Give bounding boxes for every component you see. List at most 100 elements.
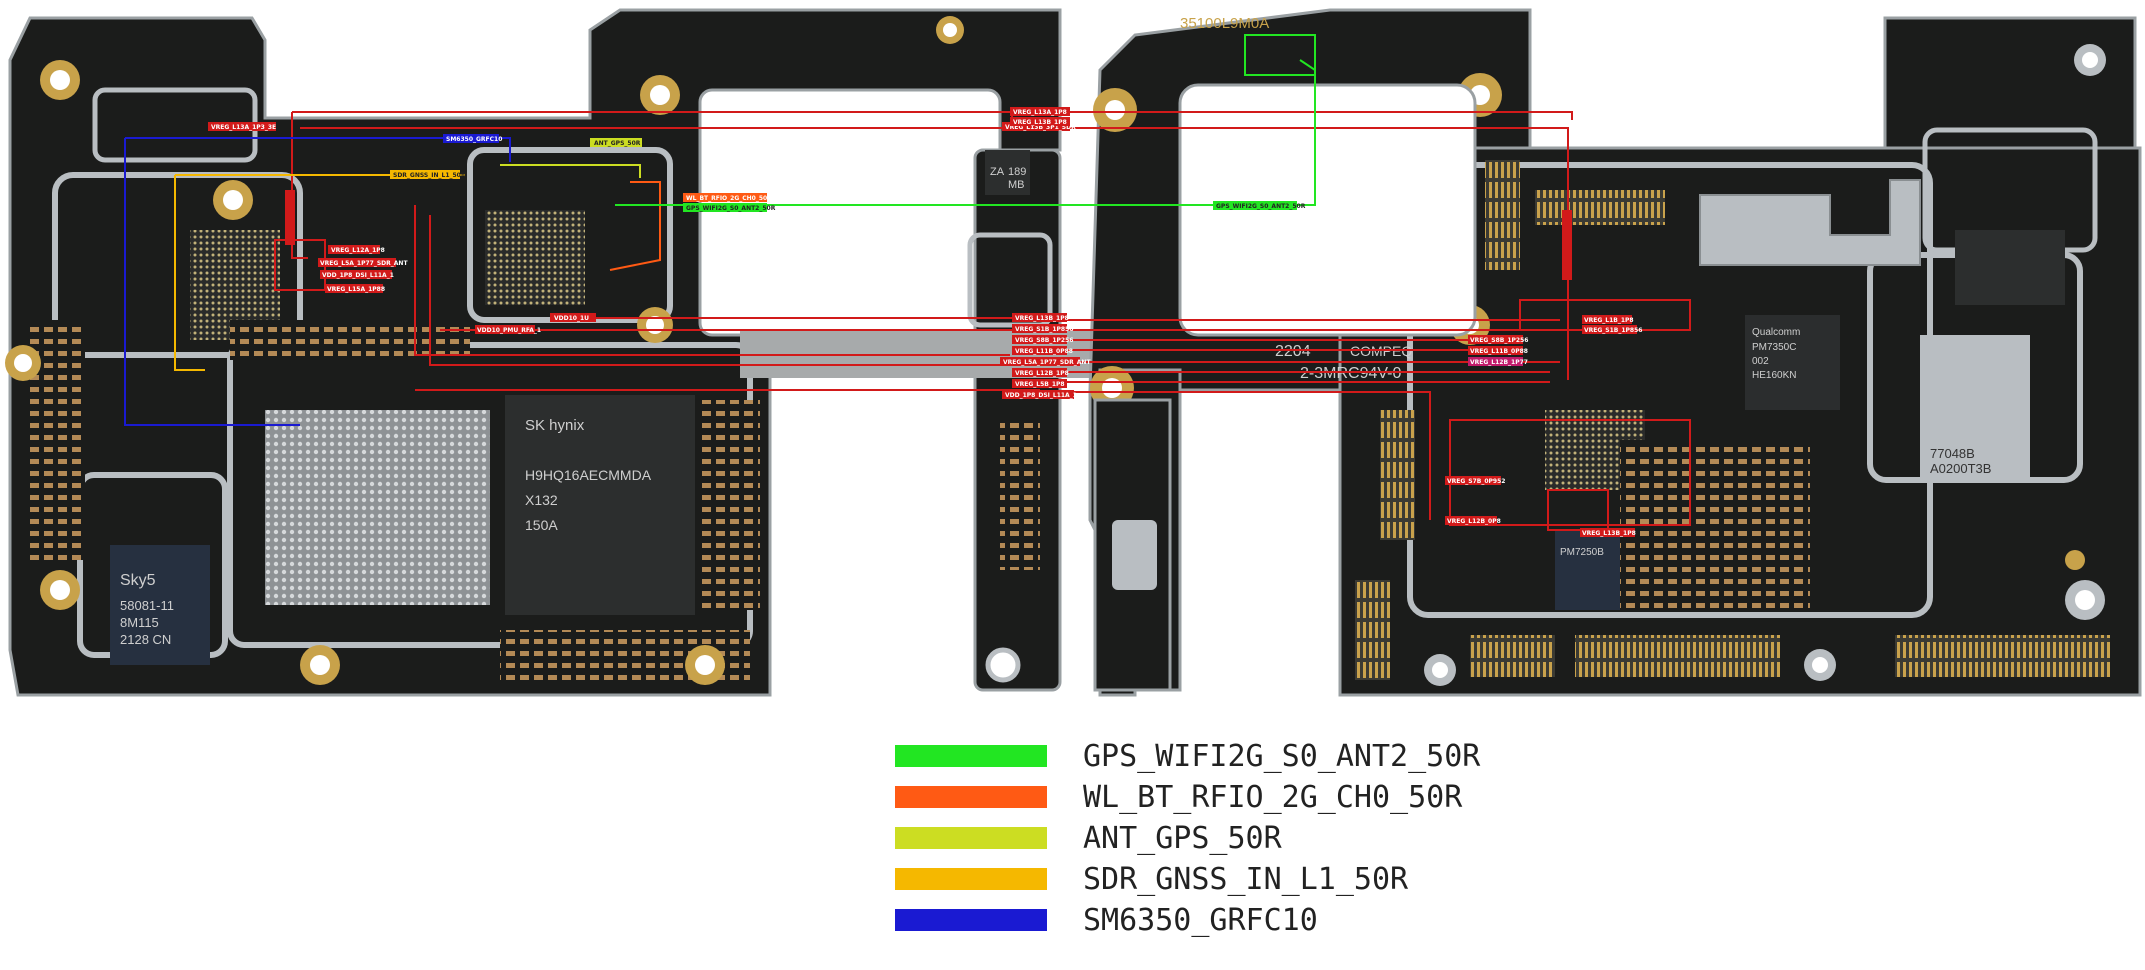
legend-label: GPS_WIFI2G_S0_ANT2_50R bbox=[1083, 739, 1481, 774]
legend-swatch bbox=[895, 909, 1047, 931]
net-label: VDD_1P8_DSI_L11A_1 bbox=[322, 272, 394, 279]
red-net-box bbox=[1547, 489, 1609, 531]
center-chip-mark-2: 189 bbox=[1008, 166, 1026, 178]
sky5-mark-3: 8M115 bbox=[120, 615, 159, 630]
net-label: VDD10_PMU_RFA_1 bbox=[477, 327, 541, 334]
net-label: VREG_L13B_1P8 bbox=[1013, 119, 1067, 126]
net-label: VREG_L13B_1P8 bbox=[1015, 315, 1069, 322]
net-label: VREG_L15A_1P88 bbox=[327, 286, 385, 293]
net-label: VREG_L1B_1P8 bbox=[1584, 317, 1634, 324]
rf-chip-right bbox=[1955, 230, 2065, 305]
pmic-mark-3: 002 bbox=[1752, 356, 1769, 367]
b2b-connector bbox=[1535, 190, 1665, 225]
net-label: VREG_L12B_1P8 bbox=[1015, 370, 1069, 377]
b2b-connector bbox=[1470, 635, 1555, 677]
net-label: VREG_L5A_1P77_SDR_ANT bbox=[320, 260, 408, 267]
orange-net-trace bbox=[609, 181, 661, 271]
pmic-b-mark: PM7250B bbox=[1560, 547, 1604, 558]
net-label: VREG_S7B_0P952 bbox=[1447, 478, 1505, 485]
legend-swatch bbox=[895, 827, 1047, 849]
red-net-trace bbox=[1012, 111, 1573, 120]
net-label: VREG_L11B_0P88 bbox=[1015, 348, 1073, 355]
b2b-connector bbox=[1380, 410, 1415, 540]
red-net-trace bbox=[414, 205, 1010, 356]
ram-mark-2: H9HQ16AECMMDA bbox=[525, 467, 652, 483]
center-chip-mark-3: MB bbox=[1008, 179, 1025, 191]
green-net-box bbox=[1244, 34, 1316, 76]
metal-bracket bbox=[1699, 179, 1921, 266]
flex-print-3: 2-3MRC94V-0 bbox=[1300, 365, 1401, 382]
net-label-tags: VREG_L13A_1P3_3E SM6350_GRFC10 ANT_GPS_5… bbox=[208, 107, 1642, 537]
net-label: SDR_GNSS_IN_L1_50R bbox=[393, 172, 466, 179]
net-label: VREG_L12B_1P77 bbox=[1470, 359, 1528, 366]
net-label: VREG_S1B_1P856 bbox=[1584, 327, 1642, 334]
legend-label: SM6350_GRFC10 bbox=[1083, 903, 1318, 938]
yellow-green-net-trace bbox=[500, 164, 641, 178]
net-label: VDD_1P8_DSI_L11A_1 bbox=[1005, 392, 1077, 399]
net-label: SM6350_GRFC10 bbox=[446, 136, 502, 143]
left-window bbox=[698, 88, 1002, 337]
pmic-chip-b bbox=[1555, 530, 1630, 610]
legend-label: WL_BT_RFIO_2G_CH0_50R bbox=[1083, 780, 1463, 815]
red-net-trace bbox=[1040, 391, 1431, 520]
legend-swatch bbox=[895, 745, 1047, 767]
flex-print-1: 2204 bbox=[1275, 343, 1311, 360]
net-label: VREG_L12B_0P8 bbox=[1447, 518, 1501, 525]
top-print: 35100L9M0A bbox=[1180, 15, 1269, 32]
net-label: GPS_WIFI2G_S0_ANT2_50R bbox=[1216, 203, 1306, 210]
ram-mark-1: SK hynix bbox=[525, 417, 585, 434]
net-label: ANT_GPS_50R bbox=[594, 140, 641, 147]
sky5-mark-2: 58081-11 bbox=[120, 598, 174, 613]
net-traces bbox=[124, 34, 1691, 531]
sky5-mark-4: 2128 CN bbox=[120, 632, 171, 647]
mount-hole bbox=[2065, 550, 2085, 570]
pad-field-4 bbox=[700, 400, 760, 610]
net-label: VREG_S1B_1P856 bbox=[1015, 326, 1073, 333]
ram-chip bbox=[505, 395, 695, 615]
red-net-trace bbox=[429, 215, 1010, 366]
soc-bga-left bbox=[265, 410, 490, 605]
amber-net-trace bbox=[174, 175, 205, 371]
legend-label: SDR_GNSS_IN_L1_50R bbox=[1083, 862, 1409, 897]
net-label: VREG_L5B_1P8 bbox=[1015, 381, 1065, 388]
legend-swatch bbox=[895, 868, 1047, 890]
b2b-connector bbox=[1575, 635, 1780, 677]
center-chip-mark-1: ZA bbox=[990, 166, 1005, 178]
legend: GPS_WIFI2G_S0_ANT2_50R WL_BT_RFIO_2G_CH0_… bbox=[895, 739, 1481, 938]
sky5-mark-1: Sky5 bbox=[120, 572, 156, 589]
legend-label: ANT_GPS_50R bbox=[1083, 821, 1283, 856]
b2b-connector bbox=[1485, 160, 1520, 270]
net-label: VREG_L13A_1P3_3E bbox=[211, 124, 276, 131]
pmic-mark-2: PM7350C bbox=[1752, 342, 1796, 353]
red-net-trace bbox=[300, 127, 1569, 380]
net-label: VDD10_1U bbox=[554, 315, 589, 322]
net-label: VREG_L12A_1P8 bbox=[331, 247, 385, 254]
ram-mark-4: 150A bbox=[525, 517, 558, 533]
net-label: VREG_L11B_0P88 bbox=[1470, 348, 1528, 355]
wifi-mark-2: A0200T3B bbox=[1930, 461, 1991, 476]
red-net-box bbox=[1449, 419, 1691, 526]
net-label: VREG_L5A_1P77_SDR_ANT bbox=[1003, 359, 1091, 366]
net-label: WL_BT_RFIO_2G_CH0_50R bbox=[686, 195, 772, 202]
right-window bbox=[1178, 83, 1477, 337]
net-label: VREG_L13B_1P8 bbox=[1582, 530, 1636, 537]
wifi-chip bbox=[1920, 335, 2030, 480]
ram-mark-3: X132 bbox=[525, 492, 558, 508]
legend-swatch bbox=[895, 786, 1047, 808]
b2b-connector bbox=[1960, 635, 2110, 677]
board-print: Sky5 58081-11 8M115 2128 CN SK hynix H9H… bbox=[120, 15, 1991, 647]
pmic-mark-4: HE160KN bbox=[1752, 370, 1796, 381]
left-strip-board bbox=[967, 148, 1062, 692]
red-net-trace bbox=[291, 112, 308, 259]
pmic-mark-1: Qualcomm bbox=[1752, 327, 1800, 338]
blue-net-trace bbox=[124, 138, 300, 426]
net-label: VREG_L13A_1P8 bbox=[1013, 109, 1067, 116]
net-label: VREG_L13B_3P1_SDR bbox=[1005, 124, 1076, 131]
wifi-mark-1: 77048B bbox=[1930, 446, 1975, 461]
net-label: VREG_S8B_1P256 bbox=[1015, 337, 1073, 344]
b2b-connector bbox=[1355, 580, 1390, 680]
pmic-chip bbox=[1745, 315, 1840, 410]
net-label: VREG_S8B_1P256 bbox=[1470, 337, 1528, 344]
